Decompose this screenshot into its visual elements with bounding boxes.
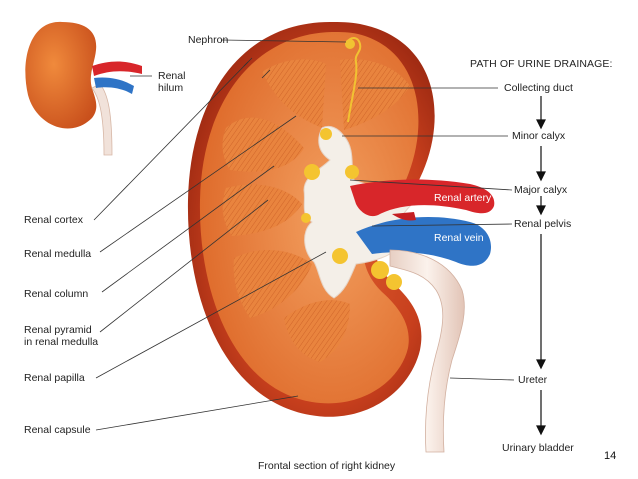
main-kidney: [187, 22, 495, 453]
inset-vein: [94, 77, 134, 94]
label-urinary-bladder: Urinary bladder: [502, 442, 574, 454]
line-renal-column: [101, 165, 275, 293]
line-nephron: [221, 39, 347, 43]
inset-kidney: [25, 21, 142, 156]
fat-4: [332, 248, 348, 264]
inset-ureter: [91, 83, 113, 156]
arrow-5-head: [536, 425, 546, 436]
label-collecting-duct: Collecting duct: [504, 82, 573, 94]
ureter-shape: [389, 249, 465, 453]
fat-7: [301, 213, 311, 223]
label-renal-column: Renal column: [24, 288, 89, 300]
path-header: PATH OF URINE DRAINAGE:: [470, 58, 613, 70]
pyramid-5: [233, 250, 312, 318]
pyramid-2: [340, 59, 410, 130]
renal-pyramids: [222, 59, 410, 362]
nephron-glomerulus: [345, 39, 355, 49]
fat-2: [320, 128, 332, 140]
renal-artery-branch: [392, 212, 416, 221]
nephron-shape: [345, 37, 362, 123]
nephron-tubule: [345, 37, 362, 123]
renal-vein-shape: [356, 217, 492, 266]
inset-artery: [92, 61, 142, 76]
label-renal-hilum-line2: hilum: [158, 82, 184, 94]
line-renal-pelvis: [371, 223, 513, 227]
label-ureter: Ureter: [518, 374, 548, 386]
label-minor-calyx: Minor calyx: [512, 130, 566, 142]
line-renal-capsule: [95, 395, 299, 431]
label-renal-papilla: Renal papilla: [24, 372, 85, 384]
label-renal-artery: Renal artery: [434, 192, 492, 204]
line-renal-papilla: [95, 251, 327, 379]
label-renal-medulla: Renal medulla: [24, 248, 92, 260]
fat-1: [304, 164, 320, 180]
arrow-3-head: [536, 205, 546, 216]
label-renal-pyramid-line1: Renal pyramid: [24, 324, 92, 336]
caption: Frontal section of right kidney: [258, 460, 396, 472]
fat-3: [345, 165, 359, 179]
label-renal-capsule: Renal capsule: [24, 424, 91, 436]
arrow-1-head: [536, 119, 546, 130]
label-renal-cortex: Renal cortex: [24, 214, 83, 226]
pyramid-3: [222, 117, 304, 172]
fat-5: [371, 261, 389, 279]
bracket-cortex: [243, 57, 271, 79]
label-renal-hilum-line1: Renal: [158, 70, 186, 82]
renal-artery-shape: [350, 179, 495, 217]
label-renal-vein: Renal vein: [434, 232, 484, 244]
arrow-2-head: [536, 171, 546, 182]
line-renal-pyramid: [99, 199, 269, 333]
label-major-calyx: Major calyx: [514, 184, 568, 196]
line-renal-cortex: [93, 61, 249, 221]
label-nephron: Nephron: [188, 34, 229, 46]
fat-6: [386, 274, 402, 290]
pyramid-1: [262, 59, 326, 129]
line-renal-medulla: [99, 115, 297, 253]
fat-deposits: [301, 128, 402, 290]
arrow-4-head: [536, 359, 546, 370]
inset-kidney-body: [25, 21, 97, 129]
drainage-flow-arrows: [536, 96, 546, 436]
label-renal-pyramid-line2: in renal medulla: [24, 336, 99, 348]
page-number: 14: [604, 450, 617, 462]
pyramid-6: [284, 300, 350, 362]
label-renal-pelvis: Renal pelvis: [514, 218, 572, 230]
line-major-calyx: [349, 179, 513, 191]
line-ureter: [449, 377, 515, 381]
leader-lines: [93, 39, 515, 431]
pyramid-4: [222, 184, 302, 236]
